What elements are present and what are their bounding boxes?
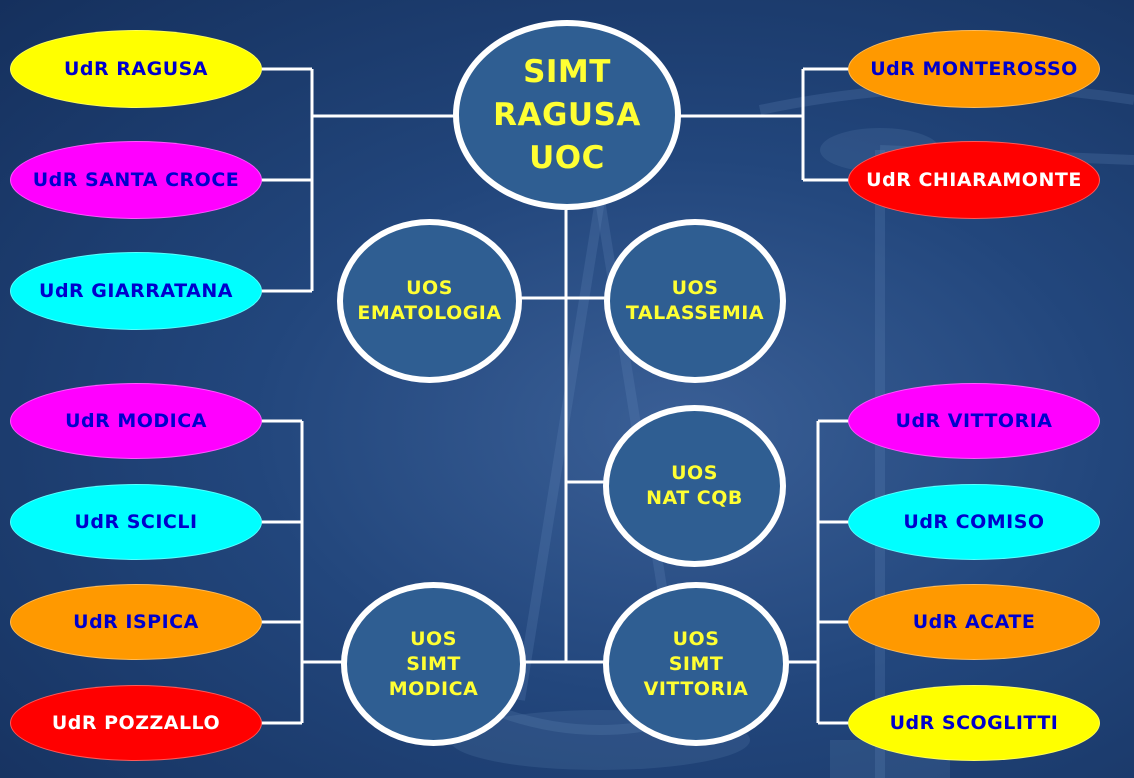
node-line: TALASSEMIA (625, 302, 765, 324)
node-line: UOS (672, 627, 720, 650)
node-line: UOS (406, 277, 453, 299)
node-line: UOS (410, 627, 457, 650)
node-line: SIMT (523, 53, 611, 90)
udr-pozzallo: UdR POZZALLO (10, 685, 262, 761)
node-uos-ematologia: UOS EMATOLOGIA (337, 219, 522, 383)
udr-ragusa: UdR RAGUSA (10, 30, 262, 108)
udr-giarratana: UdR GIARRATANA (10, 252, 262, 330)
node-line: MODICA (388, 677, 479, 700)
node-uos-simt-modica: UOS SIMT MODICA (341, 582, 526, 746)
udr-scicli: UdR SCICLI (10, 484, 262, 560)
node-line: SIMT (406, 652, 461, 675)
node-uos-simt-vittoria: UOS SIMT VITTORIA (603, 582, 789, 746)
udr-scoglitti: UdR SCOGLITTI (848, 685, 1100, 761)
node-line: RAGUSA (493, 96, 641, 133)
node-uos-talassemia: UOS TALASSEMIA (604, 219, 786, 383)
udr-vittoria: UdR VITTORIA (848, 383, 1100, 459)
node-line: VITTORIA (643, 677, 749, 700)
node-simt-ragusa-uoc: SIMT RAGUSA UOC (453, 20, 681, 210)
node-line: NAT CQB (646, 487, 743, 509)
node-line: SIMT (668, 652, 724, 675)
node-line: UOS (671, 277, 719, 299)
udr-comiso: UdR COMISO (848, 484, 1100, 560)
node-line: UOS (671, 462, 718, 484)
udr-ispica: UdR ISPICA (10, 584, 262, 660)
node-uos-nat-cqb: UOS NAT CQB (603, 405, 786, 567)
udr-acate: UdR ACATE (848, 584, 1100, 660)
node-line: EMATOLOGIA (357, 302, 502, 324)
udr-santa-croce: UdR SANTA CROCE (10, 141, 262, 219)
udr-chiaramonte: UdR CHIARAMONTE (848, 141, 1100, 219)
node-line: UOC (529, 139, 605, 176)
udr-monterosso: UdR MONTEROSSO (848, 30, 1100, 108)
udr-modica: UdR MODICA (10, 383, 262, 459)
